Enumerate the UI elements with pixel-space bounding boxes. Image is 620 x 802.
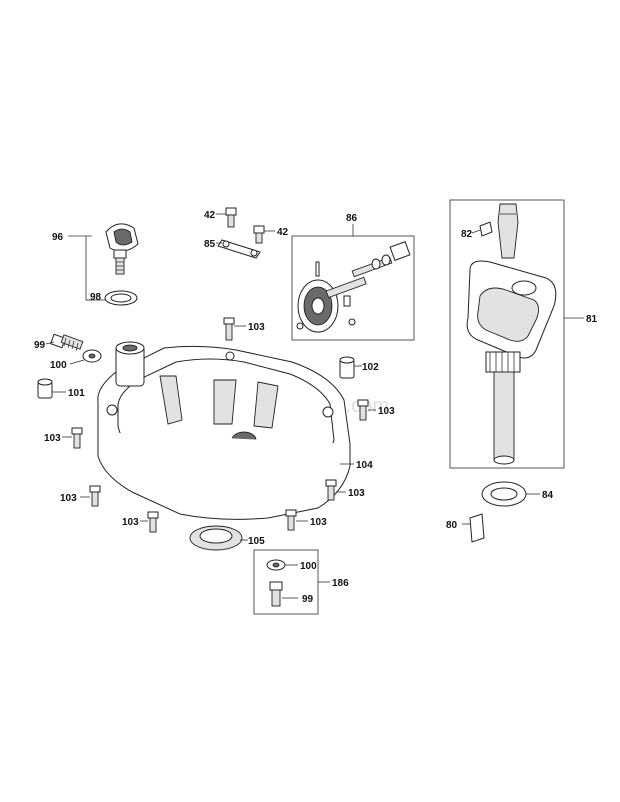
bolt-103-f: 103	[122, 511, 159, 533]
key-82-part	[479, 221, 493, 237]
callout-105: 105	[248, 536, 265, 547]
bolt-103-b: 103	[357, 399, 395, 421]
part-80-group: 80	[446, 513, 485, 543]
kit-washer-100	[266, 559, 286, 571]
callout-103-e: 103	[60, 493, 77, 504]
callout-84: 84	[542, 490, 554, 501]
callout-99-b: 99	[302, 594, 314, 605]
callout-42-a: 42	[204, 210, 216, 221]
part-105-group: 105	[189, 525, 265, 551]
callout-99-a: 99	[34, 340, 46, 351]
part-81-group: 82 81	[449, 199, 598, 469]
callout-86: 86	[346, 213, 358, 224]
callout-103-c: 103	[44, 433, 61, 444]
callout-101: 101	[68, 388, 85, 399]
callout-80: 80	[446, 520, 458, 531]
callout-103-a: 103	[248, 322, 265, 333]
callout-98: 98	[90, 292, 102, 303]
bolt-103-e: 103	[60, 485, 101, 507]
callout-42-b: 42	[277, 227, 289, 238]
callout-82: 82	[461, 229, 473, 240]
bolt-99-part	[50, 333, 84, 352]
crankshaft-part	[466, 203, 557, 465]
part-84-group: 84	[481, 481, 554, 507]
bracket-85	[217, 239, 261, 259]
callout-103-b: 103	[378, 406, 395, 417]
kit-bolt-99	[269, 581, 283, 607]
callout-81: 81	[586, 314, 598, 325]
callout-96: 96	[52, 232, 64, 243]
part-96-98-group: 96 98	[52, 223, 139, 306]
oil-plug-part	[105, 223, 139, 275]
crankcase-cover-104: 104	[97, 341, 373, 520]
bolt-103-g: 103	[285, 509, 327, 531]
bolt-103-a: 103	[223, 317, 265, 341]
part-186-kit-group: 100 186 99	[253, 549, 349, 615]
part-42-85-group: 42 42 85	[204, 207, 289, 259]
callout-103-g: 103	[310, 517, 327, 528]
callout-85: 85	[204, 239, 216, 250]
bolt-103-d: 103	[325, 479, 365, 501]
callout-100-b: 100	[300, 561, 317, 572]
bolt-42-a	[225, 207, 237, 228]
callout-100-a: 100	[50, 360, 67, 371]
callout-103-f: 103	[122, 517, 139, 528]
part-102-group: 102	[339, 356, 379, 379]
part-99-100-101-group: 99 100 101	[34, 333, 102, 399]
bolt-42-b	[253, 225, 265, 244]
governor-gear-part	[296, 261, 367, 333]
callout-104: 104	[356, 460, 373, 471]
dowel-101-part	[37, 378, 53, 399]
washer-100-part	[82, 349, 102, 363]
callout-102: 102	[362, 362, 379, 373]
callout-186: 186	[332, 578, 349, 589]
callout-103-d: 103	[348, 488, 365, 499]
bolt-103-c: 103	[44, 427, 83, 449]
governor-shaft-part	[351, 241, 411, 278]
o-ring-part	[104, 290, 138, 306]
part-86-group: 86	[291, 213, 415, 341]
